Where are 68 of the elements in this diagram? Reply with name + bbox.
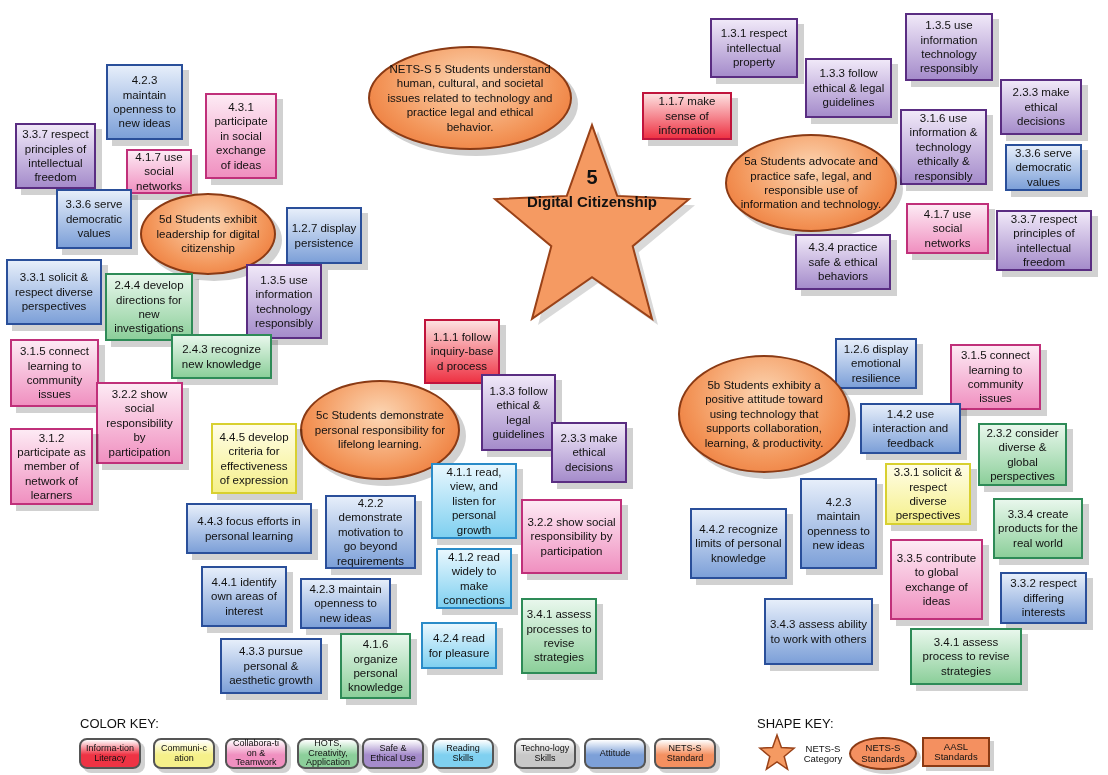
standard-box: 3.3.2 respect differing interests [1000, 572, 1087, 624]
legend-text: NETS-S Category [802, 744, 844, 765]
standard-box: 4.2.3 maintain openness to new ideas [800, 478, 877, 569]
standard-box: 2.4.4 develop directions for new investigations [105, 273, 193, 341]
oval-sample: NETS-S Standards [849, 737, 917, 770]
standard-box: 3.3.7 respect principles of intellectual freedom [15, 123, 96, 189]
standard-box: 3.3.6 serve democratic values [1005, 144, 1082, 191]
standard-box: 3.3.1 solicit & respect diverse perspectives [885, 463, 971, 525]
standard-box: 4.1.7 use social networks [906, 203, 989, 254]
standard-box: 4.1.2 read widely to make connections [436, 548, 512, 609]
standard-box: 1.2.6 display emotional resilience [835, 338, 917, 389]
standard-box: 1.3.3 follow ethical & legal guidelines [805, 58, 892, 118]
standard-box: 3.2.2 show social responsibility by participation [96, 382, 183, 464]
standard-box: 1.4.2 use interaction and feedback [860, 403, 961, 454]
standard-box: 4.3.3 pursue personal & aesthetic growth [220, 638, 322, 694]
standard-box: 3.2.2 show social responsibility by participation [521, 499, 622, 574]
standard-box: 3.1.5 connect learning to community issues [950, 344, 1041, 410]
standard-oval: 5b Students exhibity a positive attitude toward using technology that supports collaboration, learning, & productivity. [678, 355, 850, 473]
standard-box: 4.1.7 use social networks [126, 149, 192, 194]
standard-box: 4.3.4 practice safe & ethical behaviors [795, 234, 891, 290]
color-key-chip: NETS-S Standard [654, 738, 716, 769]
standard-box: 2.4.3 recognize new knowledge [171, 334, 272, 379]
standard-box: 1.3.5 use information technology responsibly [246, 264, 322, 339]
color-key-chip: Collabora-ti on & Teamwork [225, 738, 287, 769]
standard-box: 3.1.5 connect learning to community issues [10, 339, 99, 407]
standard-box: 3.3.5 contribute to global exchange of ideas [890, 539, 983, 620]
standard-box: 4.4.5 develop criteria for effectiveness of expression [211, 423, 297, 494]
color-key-chip: Attitude [584, 738, 646, 769]
key-heading: COLOR KEY: [80, 716, 159, 731]
color-key-chip: Informa-tion Literacy [79, 738, 141, 769]
standard-box: 4.1.1 read, view, and listen for personal growth [431, 463, 517, 539]
key-heading: SHAPE KEY: [757, 716, 834, 731]
standard-oval: 5a Students advocate and practice safe, legal, and responsible use of information and technology. [725, 134, 897, 232]
standard-box: 3.3.1 solicit & respect diverse perspectives [6, 259, 102, 325]
color-key-chip: Reading Skills [432, 738, 494, 769]
standard-box: 4.4.2 recognize limits of personal knowledge [690, 508, 787, 579]
standard-oval: 5d Students exhibit leadership for digital citizenship [140, 193, 276, 275]
color-key-chip: Techno-logy Skills [514, 738, 576, 769]
standard-box: 4.2.3 maintain openness to new ideas [106, 64, 183, 140]
standard-box: 2.3.3 make ethical decisions [1000, 79, 1082, 135]
standard-box: 3.3.6 serve democratic values [56, 189, 132, 249]
standard-box: 4.2.3 maintain openness to new ideas [300, 578, 391, 629]
standard-box: 2.3.2 consider diverse & global perspectives [978, 423, 1067, 486]
rectangle-sample: AASL Standards [922, 737, 990, 767]
standard-box: 1.3.3 follow ethical & legal guidelines [481, 374, 556, 451]
standard-box: 4.4.3 focus efforts in personal learning [186, 503, 312, 554]
color-key-chip: Communi-c ation [153, 738, 215, 769]
standard-box: 4.2.4 read for pleasure [421, 622, 497, 669]
standard-box: 3.4.1 assess process to revise strategies [910, 628, 1022, 685]
color-key-chip: Safe & Ethical Use [362, 738, 424, 769]
standard-box: 3.1.2 participate as member of network of learners [10, 428, 93, 505]
standard-oval: NETS-S 5 Students understand human, cultural, and societal issues related to technology and practice legal and ethical behavior. [368, 46, 572, 150]
standard-box: 3.4.3 assess ability to work with others [764, 598, 873, 665]
standard-box: 3.4.1 assess processes to revise strategies [521, 598, 597, 674]
standard-box: 1.1.7 make sense of information [642, 92, 732, 140]
standard-box: 3.3.4 create products for the real world [993, 498, 1083, 559]
standard-box: 4.1.6 organize personal knowledge [340, 633, 411, 699]
standard-box: 3.1.6 use information & technology ethically & responsibly [900, 109, 987, 185]
standard-box: 4.3.1 participate in social exchange of ideas [205, 93, 277, 179]
standard-box: 1.1.1 follow inquiry-base d process [424, 319, 500, 384]
standard-box: 1.3.5 use information technology responsibly [905, 13, 993, 81]
standard-box: 4.4.1 identify own areas of interest [201, 566, 287, 627]
standard-box: 3.3.7 respect principles of intellectual freedom [996, 210, 1092, 271]
standard-box: 1.3.1 respect intellectual property [710, 18, 798, 78]
standard-box: 4.2.2 demonstrate motivation to go beyond requirements [325, 495, 416, 569]
color-key-chip: HOTS, Creativity, Application [297, 738, 359, 769]
standard-box: 1.2.7 display persistence [286, 207, 362, 264]
standard-box: 2.3.3 make ethical decisions [551, 422, 627, 483]
